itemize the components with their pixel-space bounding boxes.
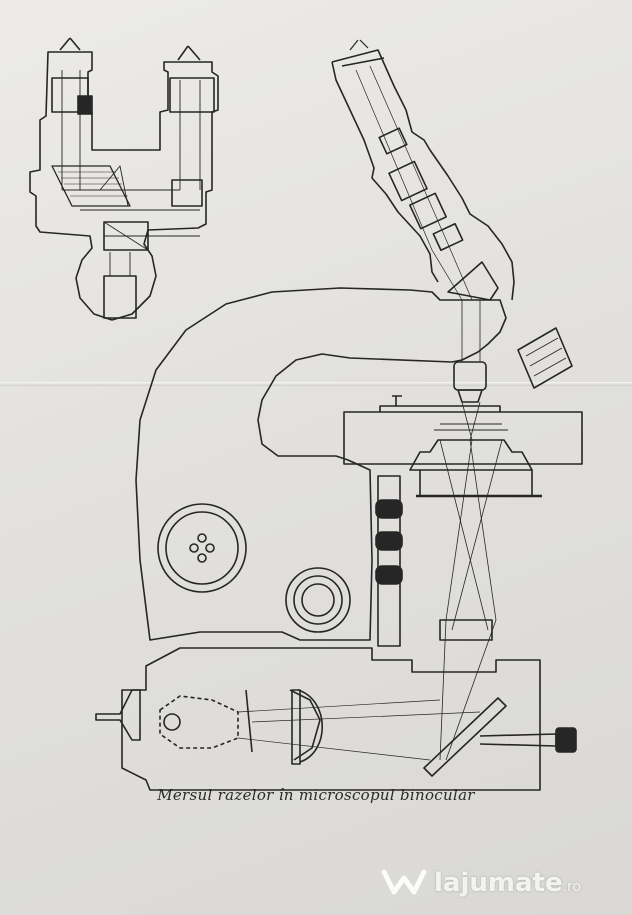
objective	[453, 300, 573, 403]
fine-focus-knob	[285, 567, 351, 633]
microscope-arm	[135, 287, 507, 641]
diagram-caption: Mersul razelor în microscopul binocular	[157, 786, 475, 804]
watermark: lajumate.ro	[380, 862, 620, 904]
coarse-focus-knob	[157, 503, 247, 593]
base-lamp-housing	[95, 647, 577, 791]
light-rays	[439, 401, 503, 761]
binocular-head-inset	[29, 37, 219, 321]
lajumate-heart-logo-icon	[381, 869, 427, 895]
watermark-brand: lajumate.ro	[434, 868, 582, 898]
field-lens	[439, 619, 493, 641]
eyepiece-tube	[331, 39, 515, 301]
stage	[343, 395, 583, 498]
paper-fold-line	[0, 382, 632, 386]
focus-knob-column	[375, 475, 403, 647]
